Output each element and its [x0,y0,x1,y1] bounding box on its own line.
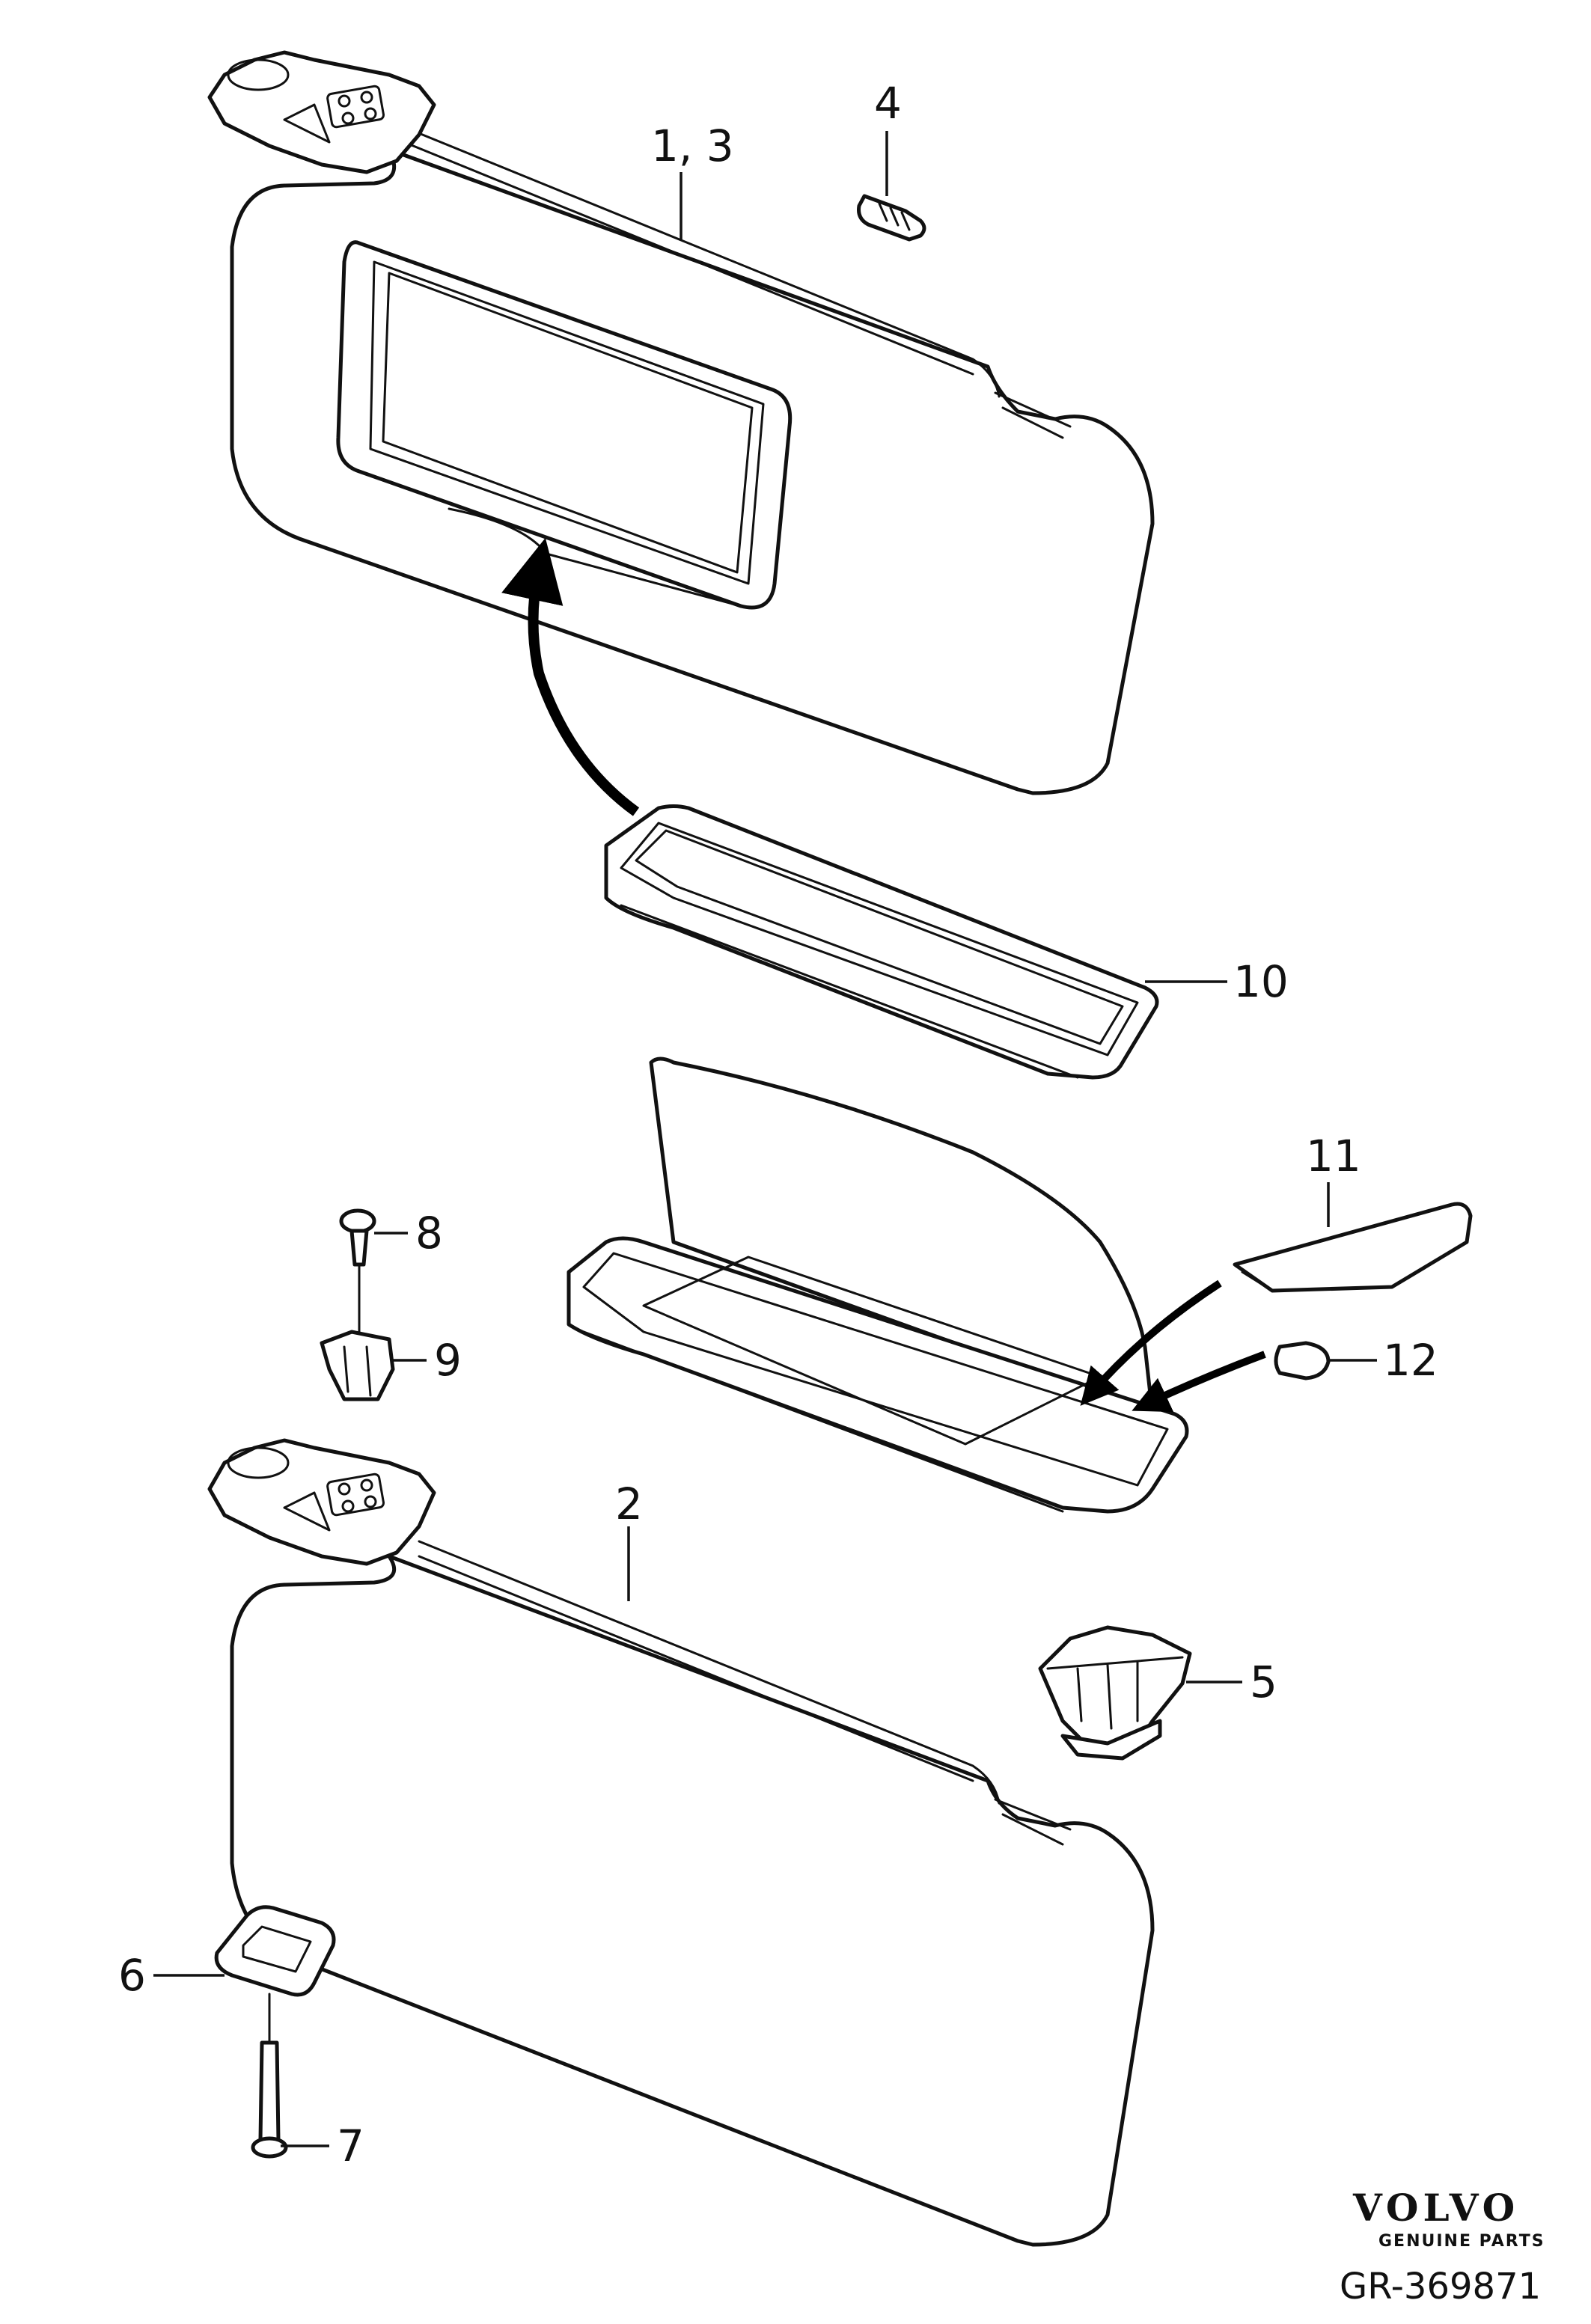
callout-4: 4 [874,78,902,129]
sun-visor-lower [230,1540,1155,2247]
callout-2: 2 [615,1479,643,1529]
bulb-part-4 [857,194,926,242]
clip-part-9 [320,1330,395,1401]
genuine-parts-tagline: GENUINE PARTS [1378,2232,1545,2251]
callout-12: 12 [1383,1335,1438,1386]
callout-11: 11 [1306,1131,1361,1181]
screw-part-7 [251,1993,288,2159]
callout-9: 9 [434,1335,462,1386]
visor-mount-bracket-upper [207,50,436,174]
assembly-arrow-cover [1080,1279,1222,1406]
visor-mount-bracket-lower [207,1438,436,1566]
bulb-part-12 [1274,1341,1331,1380]
sun-visor-upper [230,126,1155,795]
screw-part-8 [339,1208,376,1341]
callout-5: 5 [1250,1657,1277,1707]
callout-1-3: 1, 3 [651,120,734,171]
visor-holder-part-5 [1038,1625,1192,1761]
plate-part-6 [214,1905,336,1997]
cover-plate-part-11 [1233,1202,1473,1293]
callout-6: 6 [118,1950,146,2001]
mirror-frame-part-10 [604,804,1159,1080]
callout-8: 8 [415,1208,443,1259]
assembly-arrow-bulb [1132,1351,1266,1413]
volvo-logo: VOLVO [1352,2186,1519,2230]
callout-7: 7 [337,2120,364,2171]
reference-number: GR-369871 [1340,2266,1541,2308]
callout-10: 10 [1233,956,1289,1007]
mirror-assembly [567,1056,1189,1514]
assembly-arrow-upper [501,537,640,816]
